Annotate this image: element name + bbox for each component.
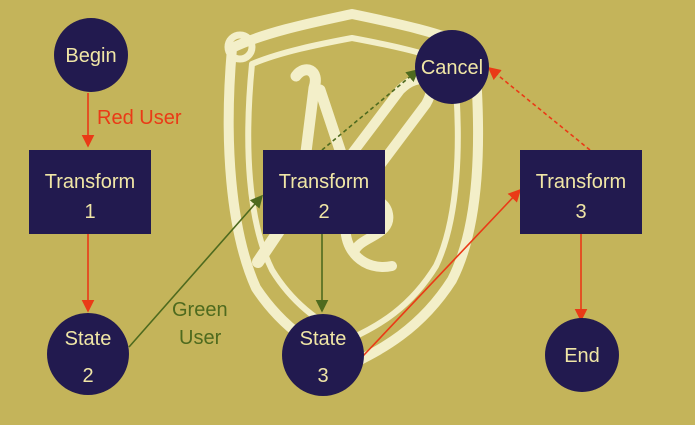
node-transform3: Transform 3: [520, 150, 642, 234]
node-state3: State 3: [282, 314, 364, 396]
node-transform1-line1: Transform: [45, 171, 135, 193]
edge-label-green-user-line1: Green: [172, 299, 228, 321]
edge-state3-to-transform3: [362, 188, 522, 357]
node-cancel-label: Cancel: [421, 57, 483, 79]
node-begin-label: Begin: [65, 45, 116, 67]
node-begin: Begin: [54, 18, 128, 92]
edge-label-red-user: Red User: [97, 107, 182, 129]
node-state2-line1: State: [65, 328, 112, 350]
node-transform2: Transform 2: [263, 150, 385, 234]
node-transform2-line1: Transform: [279, 171, 369, 193]
node-transform2-line2: 2: [318, 201, 329, 223]
edge-state2-to-transform2: [128, 194, 264, 348]
edges: [81, 66, 591, 357]
node-transform3-line1: Transform: [536, 171, 626, 193]
edge-label-green-user-line2: User: [179, 327, 222, 349]
node-state2-line2: 2: [82, 365, 93, 387]
node-state2: State 2: [47, 313, 129, 395]
node-state3-line1: State: [300, 328, 347, 350]
edge-transform3-to-cancel: [487, 66, 591, 151]
node-transform3-line2: 3: [575, 201, 586, 223]
node-end: End: [545, 318, 619, 392]
node-state3-line2: 3: [317, 365, 328, 387]
node-cancel: Cancel: [415, 30, 489, 104]
node-transform1-line2: 1: [84, 201, 95, 223]
node-end-label: End: [564, 345, 600, 367]
node-transform1: Transform 1: [29, 150, 151, 234]
